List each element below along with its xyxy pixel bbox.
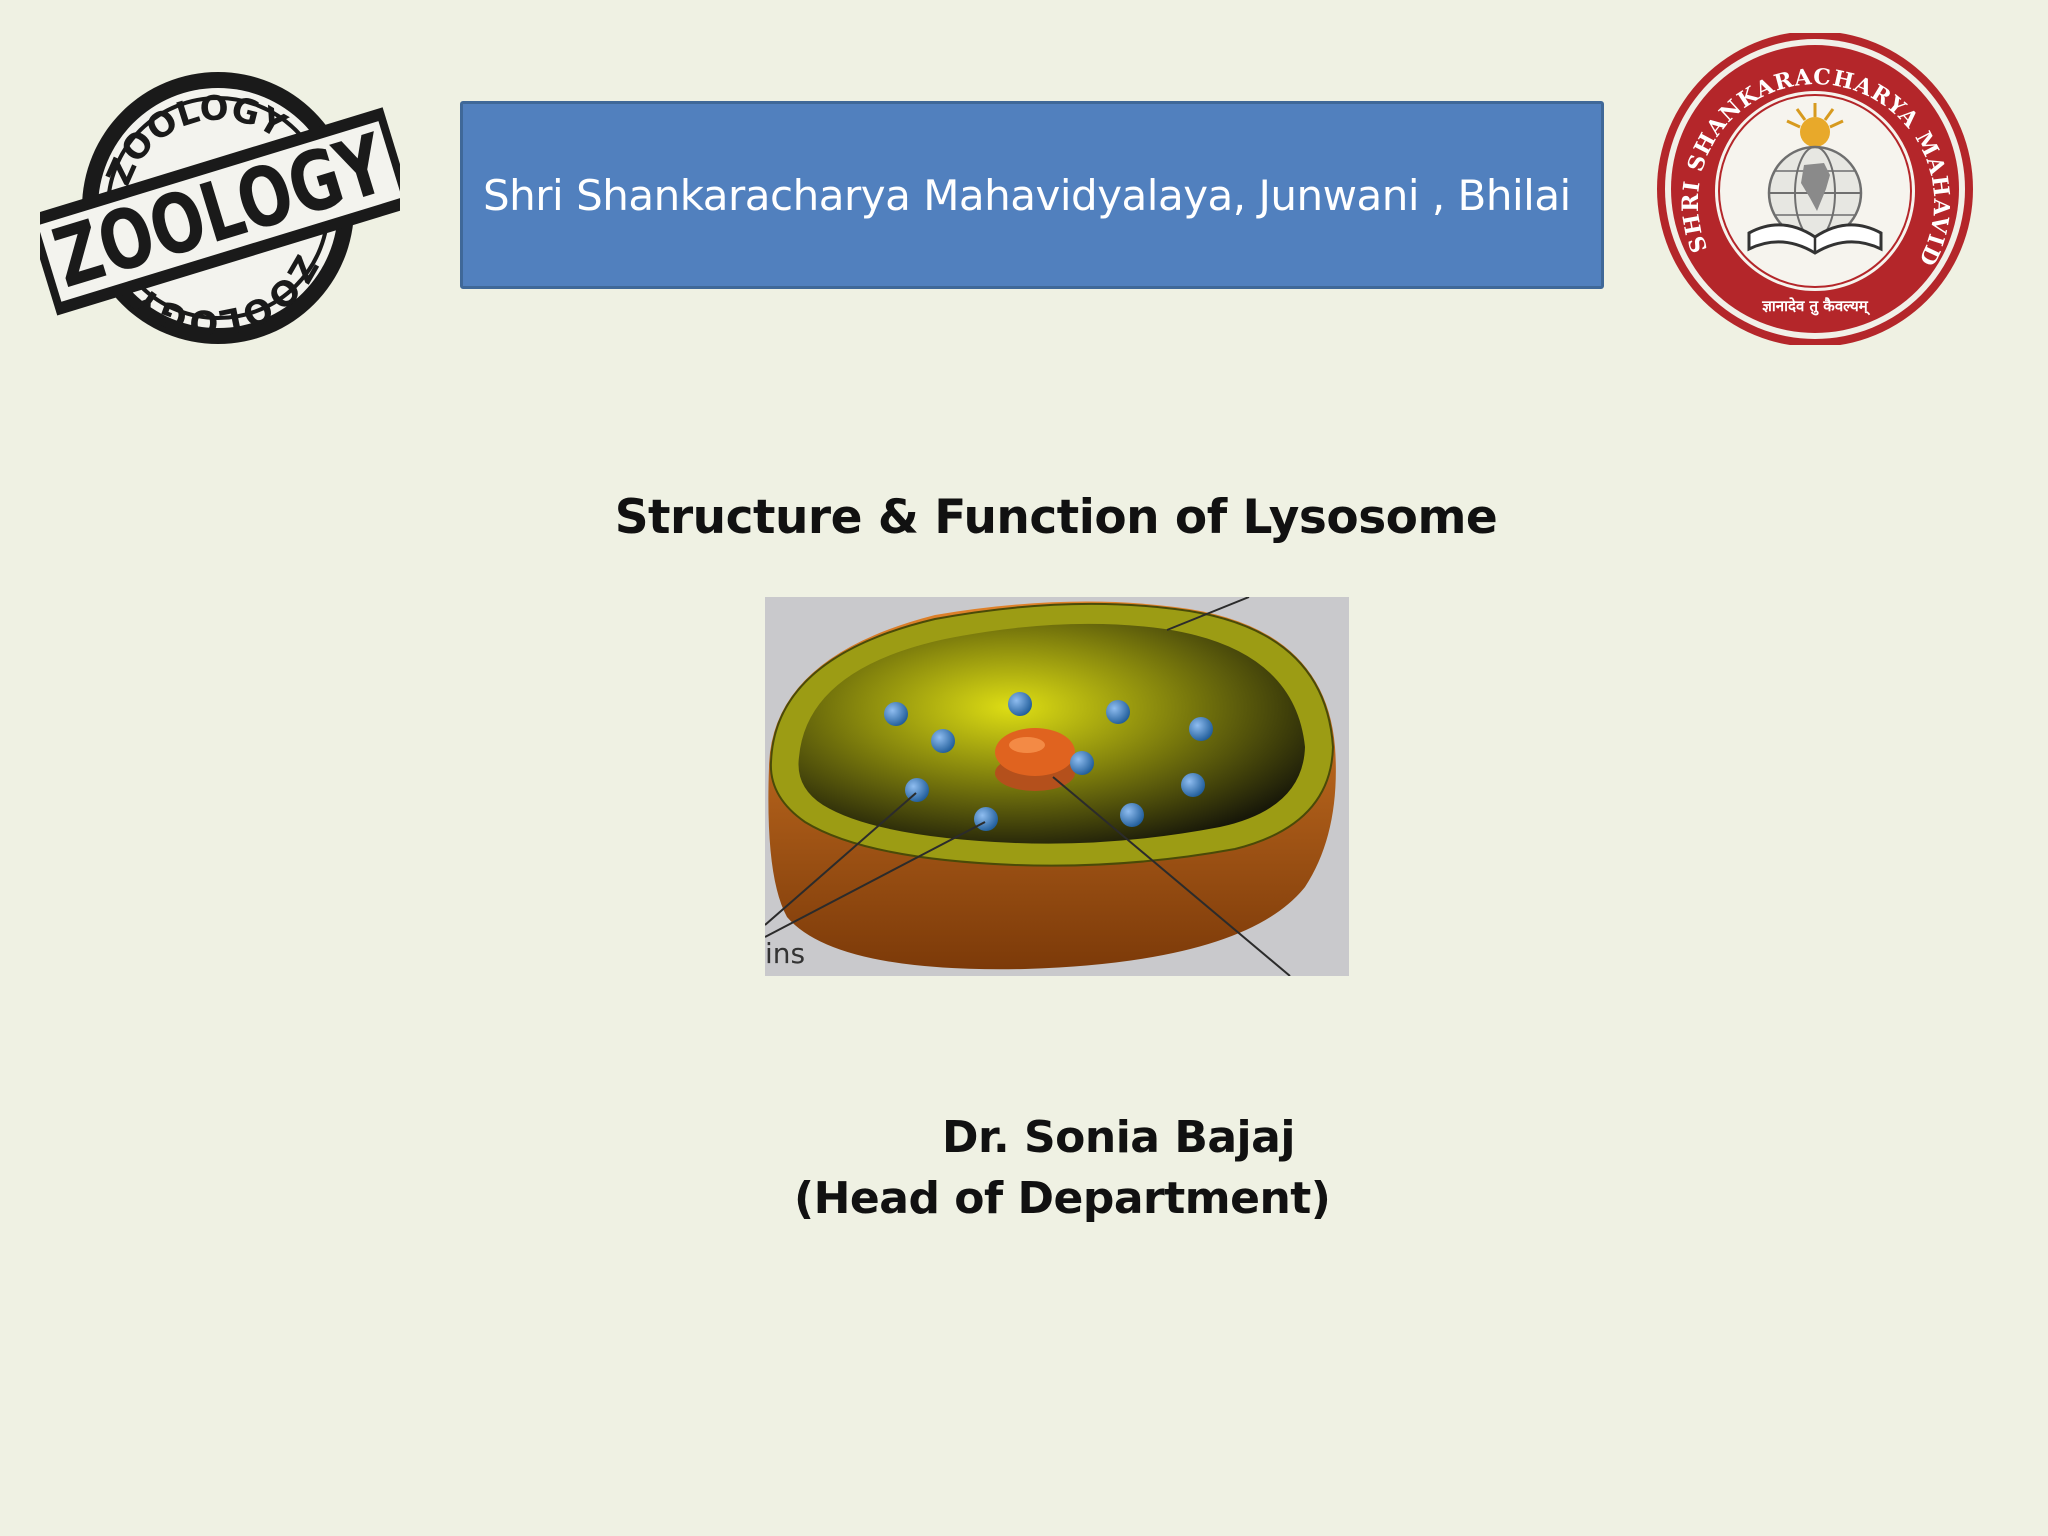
college-name: Shri Shankaracharya Mahavidyalaya, Junwa… [483, 170, 1571, 220]
zoology-stamp-icon: ZOOLOGY ZOOLOGY ZOOLOGY [40, 72, 400, 344]
svg-text:ins: ins [765, 937, 805, 970]
college-emblem-icon: SHRI SHANKARACHARYA MAHAVIDYALAYA ज्ञाना… [1654, 33, 1973, 345]
author-name: Dr. Sonia Bajaj [942, 1112, 1295, 1163]
header-banner: Shri Shankaracharya Mahavidyalaya, Junwa… [460, 101, 1604, 289]
svg-text:ज्ञानादेव तु कैवल्यम्: ज्ञानादेव तु कैवल्यम् [1761, 297, 1870, 316]
author-role: (Head of Department) [794, 1173, 1331, 1224]
slide-title: Structure & Function of Lysosome [614, 490, 1498, 545]
lysosome-diagram: ins [765, 597, 1349, 976]
